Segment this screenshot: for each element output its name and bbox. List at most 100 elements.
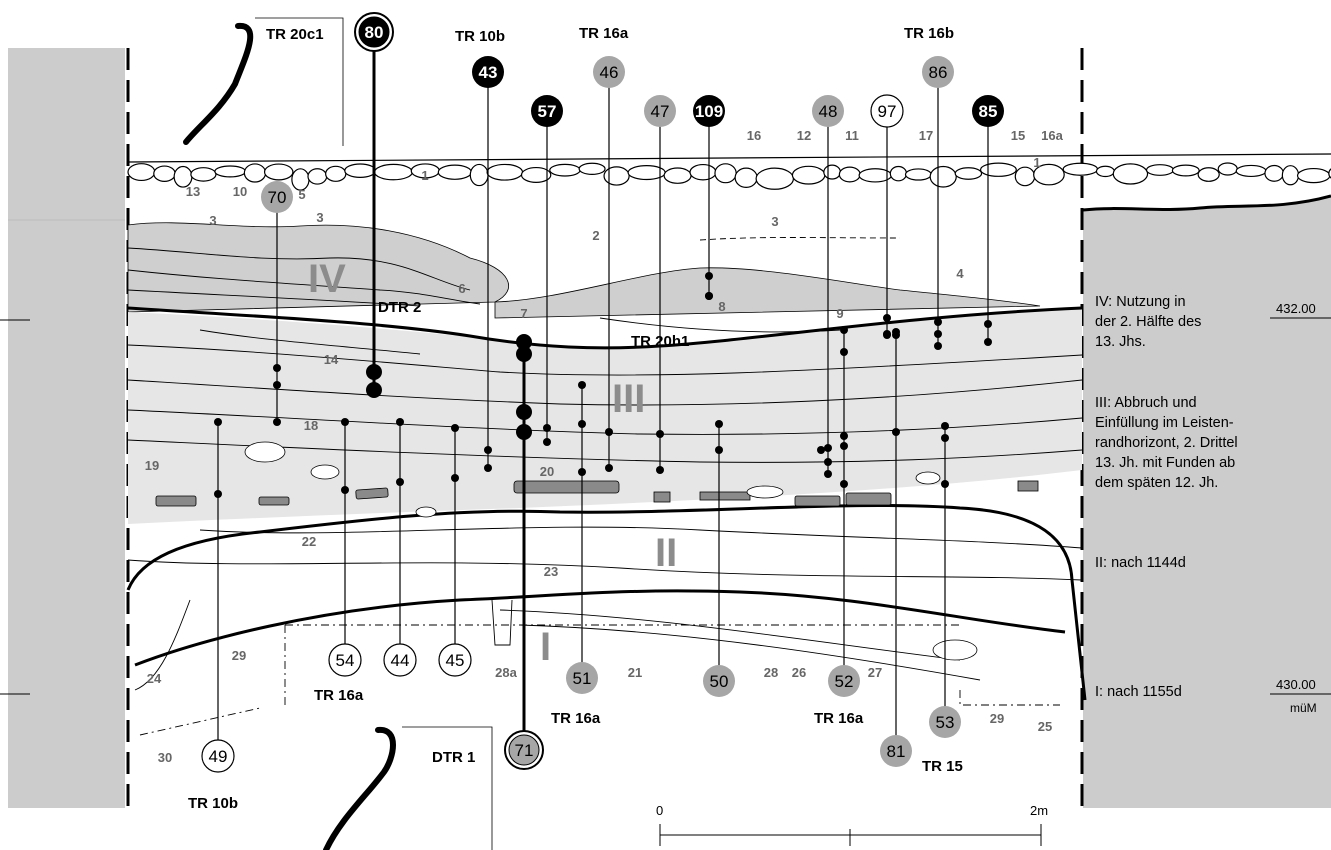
phase-legend: IV: Nutzung in der 2. Hälfte des 13. Jhs… — [1095, 294, 1238, 700]
elevation-lower: 430.00 — [1276, 677, 1316, 692]
sample-marker-label: 45 — [446, 651, 465, 670]
trench-label-dtr1: DTR 1 — [432, 749, 475, 766]
sample-dot — [715, 420, 723, 428]
trench-label-tr16b-top: TR 16b — [904, 25, 954, 42]
sample-marker-48: 48 — [812, 95, 844, 127]
layer-label: 14 — [324, 352, 339, 367]
elevation-unit: müM — [1290, 701, 1317, 715]
sample-marker-label: 54 — [336, 651, 355, 670]
trench-label-tr20h1: TR 20h1 — [631, 333, 689, 350]
sample-marker-71: 71 — [504, 730, 544, 770]
trench-label-tr16a-bottom-left: TR 16a — [314, 687, 364, 704]
layer-label: 21 — [628, 665, 642, 680]
layer-label: 24 — [147, 671, 162, 686]
sample-marker-70: 70 — [261, 181, 293, 213]
legend-iii-line3: randhorizont, 2. Drittel — [1095, 435, 1238, 451]
layer-label: 7 — [520, 306, 527, 321]
legend-ii-line1: II: nach 1144d — [1095, 555, 1186, 571]
label-leaders — [255, 17, 493, 850]
layer-label: 1 — [421, 168, 428, 183]
sample-dot — [941, 434, 949, 442]
layer-label: 29 — [990, 711, 1004, 726]
sample-dot — [214, 490, 222, 498]
pavement-stones — [127, 153, 1331, 191]
sample-dot — [656, 466, 664, 474]
right-wall — [1082, 194, 1331, 808]
sample-dot — [543, 438, 551, 446]
phase-i-label: I — [540, 625, 551, 669]
sample-dot — [656, 430, 664, 438]
layer-label: 18 — [304, 418, 318, 433]
sample-marker-label: 51 — [573, 669, 592, 688]
sample-dot — [840, 432, 848, 440]
legend-iv-line1: IV: Nutzung in — [1095, 294, 1186, 310]
layer-label: 12 — [797, 128, 811, 143]
sample-marker-label: 109 — [695, 102, 723, 121]
layer-label: 9 — [836, 306, 843, 321]
layer-label: 2 — [592, 228, 599, 243]
sample-dot — [366, 382, 382, 398]
sample-marker-label: 44 — [391, 651, 410, 670]
trench-label-tr15: TR 15 — [922, 758, 963, 775]
layer-label: 16a — [1041, 128, 1063, 143]
layer-label: 8 — [718, 299, 725, 314]
trench-label-tr16a-bottom-mid: TR 16a — [551, 710, 601, 727]
sample-dot — [934, 318, 942, 326]
sample-dot — [824, 458, 832, 466]
sample-dot — [824, 470, 832, 478]
sample-dot — [883, 314, 891, 322]
sample-dot — [578, 420, 586, 428]
sample-marker-label: 52 — [835, 672, 854, 691]
layer-label: 28a — [495, 665, 517, 680]
decorative-profile-curves — [183, 23, 396, 850]
sample-marker-49: 49 — [201, 739, 235, 773]
layer-label: 28 — [764, 665, 778, 680]
sample-marker-label: 53 — [936, 713, 955, 732]
sample-dot — [941, 480, 949, 488]
sample-dot — [817, 446, 825, 454]
stratum-lines — [127, 237, 1083, 736]
sample-marker-52: 52 — [828, 665, 860, 697]
sample-dot — [984, 320, 992, 328]
sample-marker-label: 80 — [365, 23, 384, 42]
sample-marker-label: 57 — [538, 102, 557, 121]
sample-dot — [840, 348, 848, 356]
sample-dot — [484, 464, 492, 472]
sample-dot — [516, 334, 532, 350]
layer-label: 27 — [868, 665, 882, 680]
sample-marker-45: 45 — [438, 643, 472, 677]
sample-dot — [341, 486, 349, 494]
sample-dot — [824, 444, 832, 452]
layer-label: 30 — [158, 750, 172, 765]
layer-label: 29 — [232, 648, 246, 663]
sample-dot — [516, 404, 532, 420]
sample-marker-50: 50 — [703, 665, 735, 697]
sample-dots — [214, 272, 992, 498]
legend-iv-line3: 13. Jhs. — [1095, 334, 1146, 350]
sample-dot — [840, 442, 848, 450]
sample-marker-label: 71 — [515, 741, 534, 760]
scale-start: 0 — [656, 803, 663, 818]
sample-dot — [396, 478, 404, 486]
sample-dot — [934, 342, 942, 350]
phase-boundaries — [126, 306, 1087, 701]
sample-dot — [273, 418, 281, 426]
sample-dot — [605, 428, 613, 436]
sample-marker-47: 47 — [644, 95, 676, 127]
layer-label: 20 — [540, 464, 554, 479]
sample-marker-81: 81 — [880, 735, 912, 767]
sample-marker-80: 80 — [354, 12, 394, 52]
layer-label: 15 — [1011, 128, 1025, 143]
legend-iii-line1: III: Abbruch und — [1095, 395, 1197, 411]
layer-label: 3 — [209, 213, 216, 228]
sample-marker-97: 97 — [870, 94, 904, 128]
sample-dot — [516, 424, 532, 440]
legend-i-line1: I: nach 1155d — [1095, 684, 1182, 700]
sample-marker-53: 53 — [929, 706, 961, 738]
sample-marker-43: 43 — [472, 56, 504, 88]
sample-dot — [705, 272, 713, 280]
trench-label-tr10b-bottom: TR 10b — [188, 795, 238, 812]
trench-label-tr10b-top: TR 10b — [455, 28, 505, 45]
layer-label: 22 — [302, 534, 316, 549]
